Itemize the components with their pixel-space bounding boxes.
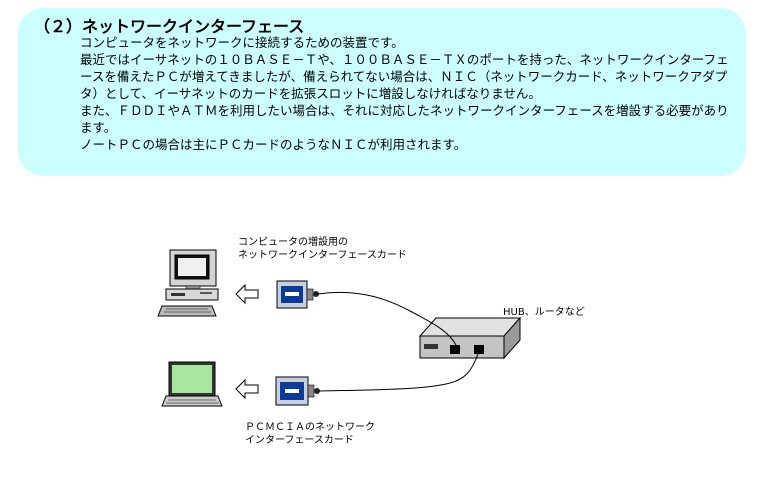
paragraph-4: ノートＰＣの場合は主にＰＣカードのようなＮＩＣが利用されます。 — [80, 137, 467, 152]
section-body: コンピュータをネットワークに接続するための装置です。 最近ではイーサネットの１０… — [80, 34, 732, 153]
left-arrow-icon — [235, 283, 259, 305]
paragraph-2: 最近ではイーサネットの１０ＢＡＳＥ－Ｔや、１００ＢＡＳＥ－ＴＸのポートを持った、… — [80, 52, 729, 101]
paragraph-3: また、ＦＤＤＩやＡＴＭを利用したい場合は、それに対応したネットワークインターフェ… — [80, 103, 729, 135]
left-arrow-icon — [235, 378, 259, 400]
cable-laptop — [318, 353, 479, 392]
hub-icon — [418, 316, 522, 360]
section-title: （２）ネットワークインターフェース — [34, 17, 305, 36]
hub-label: HUB、ルータなど — [503, 307, 585, 318]
network-card-icon — [276, 280, 319, 309]
desktop-computer-icon — [157, 249, 219, 317]
paragraph-1: コンピュータをネットワークに接続するための装置です。 — [80, 35, 404, 50]
pcmcia-card-label: ＰＣＭＣＩＡのネットワーク インターフェースカード — [245, 422, 375, 446]
desktop-card-label: コンピュータの増設用の ネットワークインターフェースカード — [238, 237, 407, 261]
laptop-computer-icon — [161, 361, 223, 407]
pcmcia-card-icon — [275, 376, 320, 406]
cable-desktop — [317, 291, 457, 346]
info-panel — [18, 8, 746, 176]
